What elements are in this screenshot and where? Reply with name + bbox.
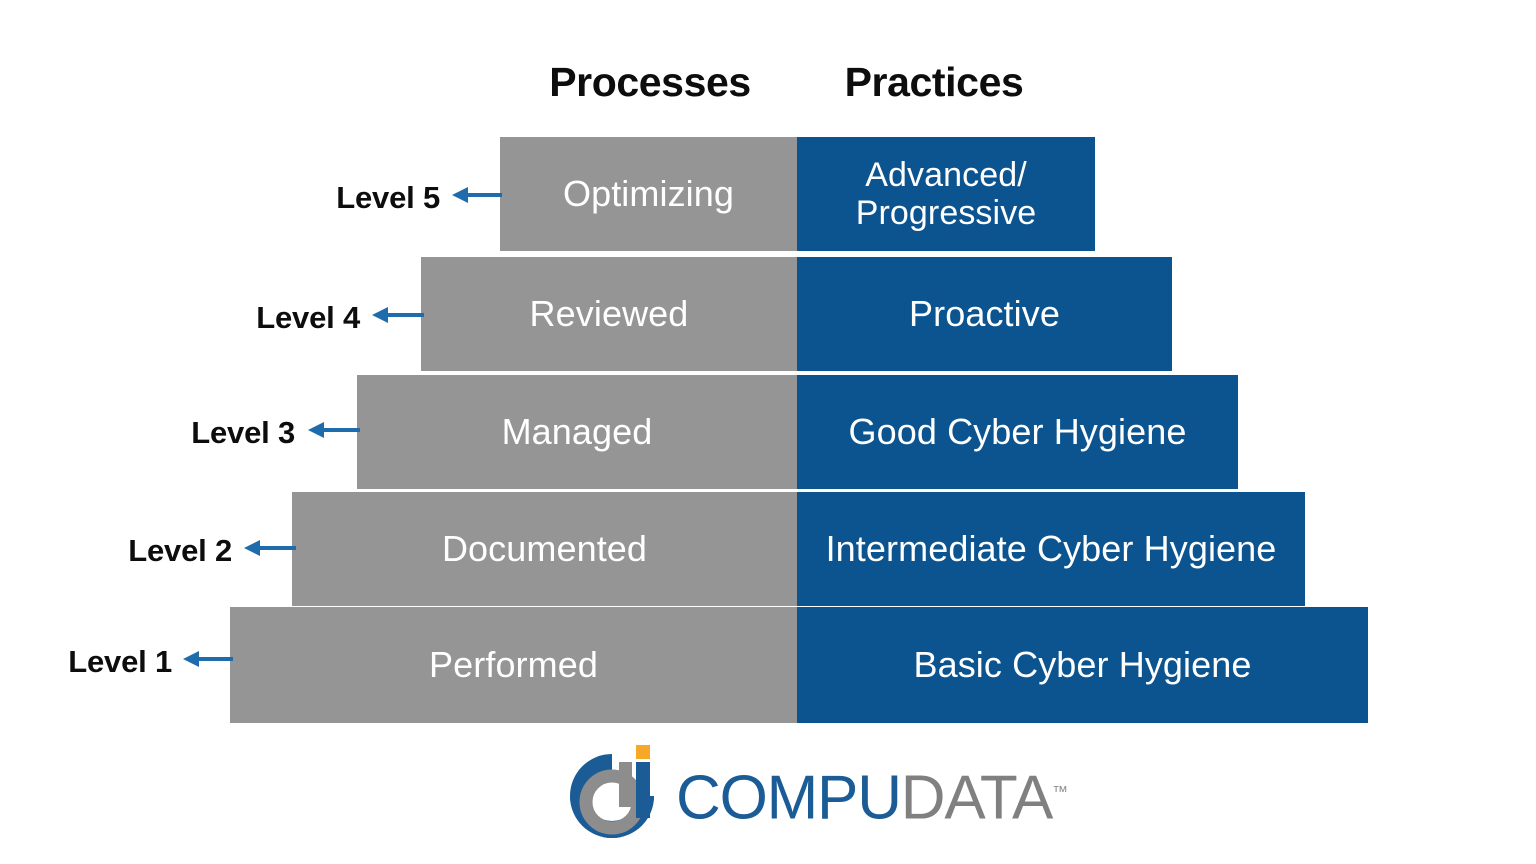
compudata-mark-icon — [570, 745, 654, 838]
column-header-processes: Processes — [549, 59, 751, 105]
cell-process-level-5: Optimizing — [500, 137, 797, 251]
level-arrow-5 — [452, 187, 502, 203]
cell-process-level-2: Documented — [292, 492, 797, 606]
level-label-2: Level 2 — [128, 533, 232, 568]
level-label-3: Level 3 — [191, 415, 295, 450]
cell-practice-level-2: Intermediate Cyber Hygiene — [797, 492, 1305, 606]
logo-wordmark: COMPUDATA™ — [676, 754, 1068, 838]
pyramid-row-level-3: Managed Good Cyber Hygiene — [357, 375, 1238, 489]
logo-word-compu: COMPU — [676, 763, 902, 833]
cell-practice-level-4: Proactive — [797, 257, 1172, 371]
cell-practice-level-3: Good Cyber Hygiene — [797, 375, 1238, 489]
level-label-5: Level 5 — [336, 180, 440, 215]
cell-practice-line-2: Progressive — [855, 194, 1037, 232]
pyramid-row-level-1: Performed Basic Cyber Hygiene — [230, 607, 1368, 723]
cell-practice-level-5: Advanced/ Progressive — [797, 137, 1095, 251]
compudata-logo: COMPUDATA™ — [556, 744, 1086, 848]
level-label-1: Level 1 — [68, 644, 172, 679]
cell-process-level-3: Managed — [357, 375, 797, 489]
pyramid-row-level-2: Documented Intermediate Cyber Hygiene — [292, 492, 1305, 606]
level-arrow-3 — [308, 422, 360, 438]
level-arrow-4 — [372, 307, 424, 323]
pyramid-row-level-4: Reviewed Proactive — [421, 257, 1172, 371]
maturity-pyramid: Optimizing Advanced/ Progressive Reviewe… — [0, 137, 1536, 723]
level-arrow-1 — [183, 651, 233, 667]
cell-process-level-1: Performed — [230, 607, 797, 723]
cell-process-level-4: Reviewed — [421, 257, 797, 371]
pyramid-row-level-5: Optimizing Advanced/ Progressive — [500, 137, 1095, 251]
column-headers: Processes Practices — [0, 56, 1536, 118]
column-header-practices: Practices — [844, 59, 1024, 105]
level-label-4: Level 4 — [256, 300, 360, 335]
level-arrow-2 — [244, 540, 296, 556]
trademark-symbol: ™ — [1052, 784, 1069, 801]
cell-practice-level-1: Basic Cyber Hygiene — [797, 607, 1368, 723]
cell-practice-line-1: Advanced/ — [865, 155, 1027, 194]
logo-word-data: DATA — [900, 763, 1054, 833]
